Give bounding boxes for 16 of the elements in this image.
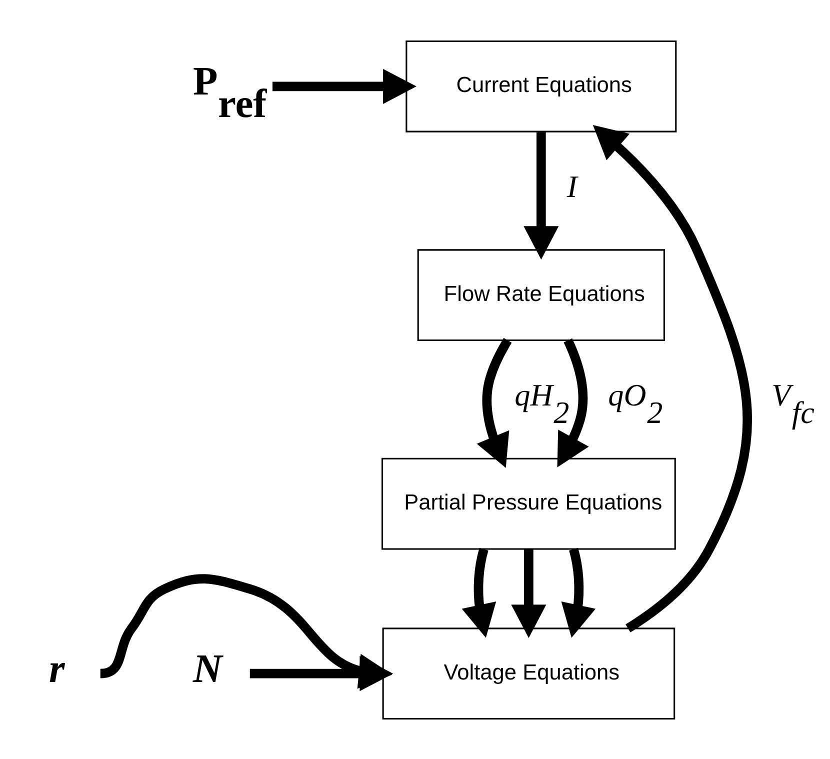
- node-box: Flow Rate Equations: [417, 248, 665, 341]
- node-box: Current Equations: [406, 40, 677, 132]
- arrow: [561, 547, 596, 638]
- arrow: [511, 548, 546, 638]
- arrow: [524, 132, 559, 260]
- node-box: Partial Pressure Equations: [382, 457, 676, 550]
- arrow: [462, 547, 496, 638]
- arrow: [476, 337, 512, 468]
- node-text: N: [193, 645, 222, 690]
- arrow: [592, 124, 752, 632]
- node-text: r: [48, 645, 65, 690]
- arrow: [272, 68, 416, 104]
- edge-label: I: [566, 168, 578, 204]
- arrow: [250, 656, 394, 691]
- node-box: Voltage Equations: [382, 627, 676, 720]
- arrow: [557, 338, 589, 467]
